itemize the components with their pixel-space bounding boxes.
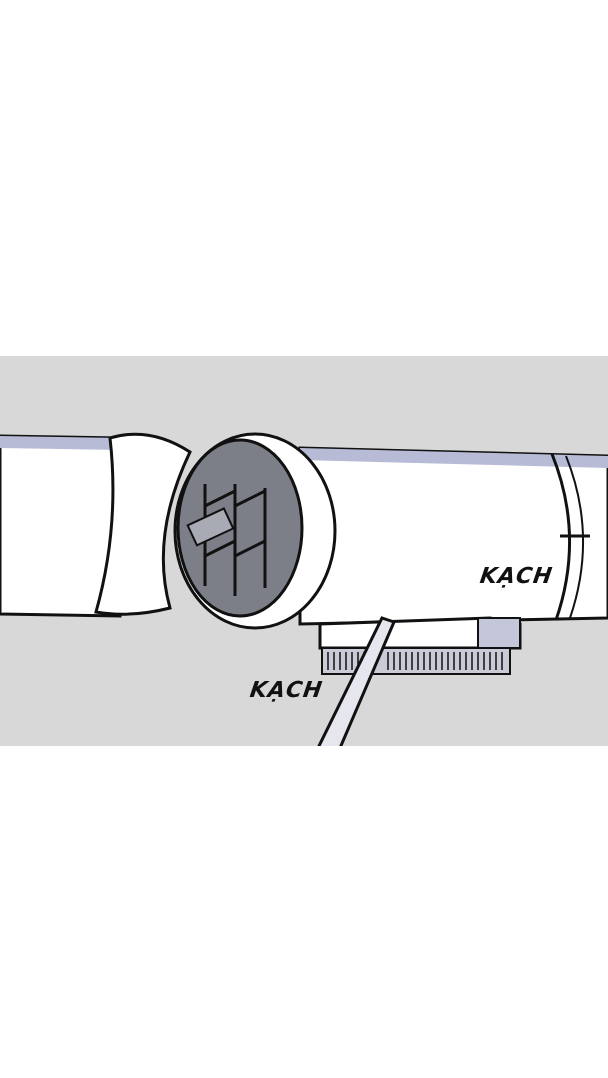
pipe-collar	[94, 432, 192, 616]
damper-opening	[176, 438, 304, 618]
sound-effect-text: KẠCH	[478, 564, 555, 589]
comic-panel: KẠCH KẠCH	[0, 356, 608, 746]
brush-bristles	[321, 647, 511, 675]
sound-effect-text: KẠCH	[248, 678, 325, 703]
damper-blades	[203, 484, 267, 596]
pipe-illustration	[0, 432, 608, 746]
brush-pole	[317, 616, 397, 746]
damper-lever	[186, 507, 235, 547]
pipe-highlight	[300, 448, 608, 468]
